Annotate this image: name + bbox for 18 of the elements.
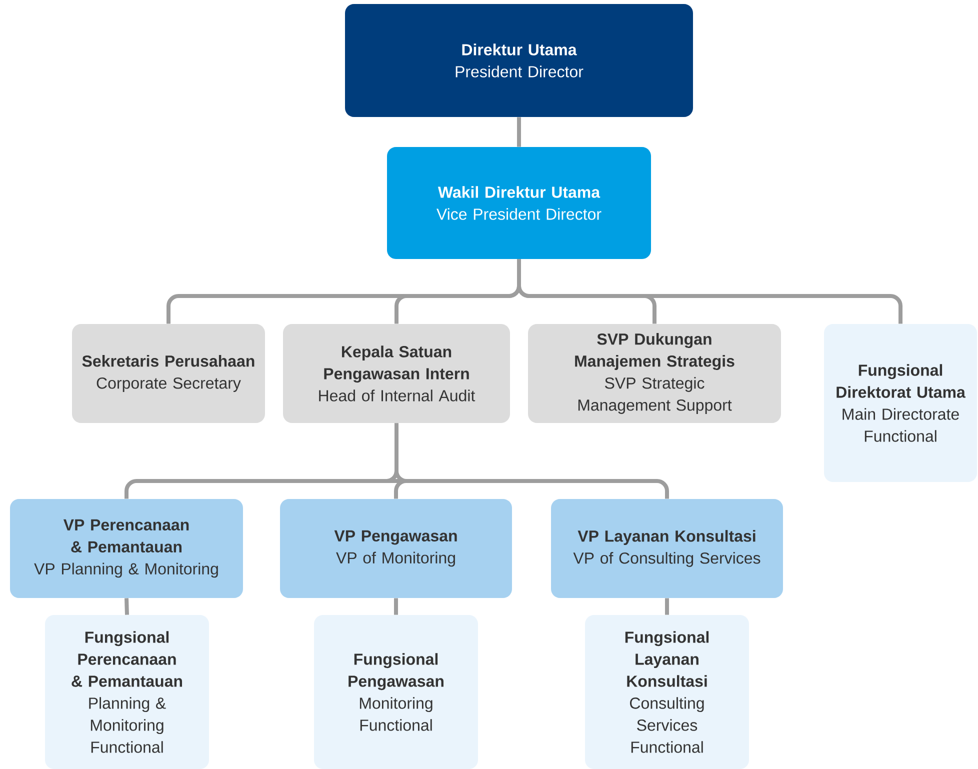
connector-line: [394, 598, 398, 615]
position-box: Fungsional Pengawasan Monitoring Functional: [314, 615, 478, 769]
position-box: VP Layanan Konsultasi VP of Consulting Services: [551, 499, 783, 598]
position-box: Fungsional Direktorat Utama Main Directorate Functional: [824, 324, 977, 482]
position-box: Direktur Utama President Director: [345, 4, 693, 117]
position-box: Fungsional Layanan Konsultasi Consulting Services Functional: [585, 615, 749, 769]
connector-line: [394, 423, 669, 499]
position-box: Sekretaris Perusahaan Corporate Secretary: [72, 324, 265, 423]
connector-line: [517, 259, 902, 324]
position-box: Wakil Direktur Utama Vice President Director: [387, 147, 651, 259]
connector-line: [124, 598, 129, 615]
position-box: Fungsional Perencanaan & Pemantauan Planning & Monitoring Functional: [45, 615, 209, 769]
position-box: VP Perencanaan & Pemantauan VP Planning & Monitoring: [10, 499, 243, 598]
position-box: SVP Dukungan Manajemen Strategis SVP Strategic Management Support: [528, 324, 781, 423]
position-box: Kepala Satuan Pengawasan Intern Head of Internal Audit: [283, 324, 510, 423]
connector-line: [665, 598, 669, 615]
position-box: VP Pengawasan VP of Monitoring: [280, 499, 512, 598]
connector-line: [517, 117, 521, 147]
